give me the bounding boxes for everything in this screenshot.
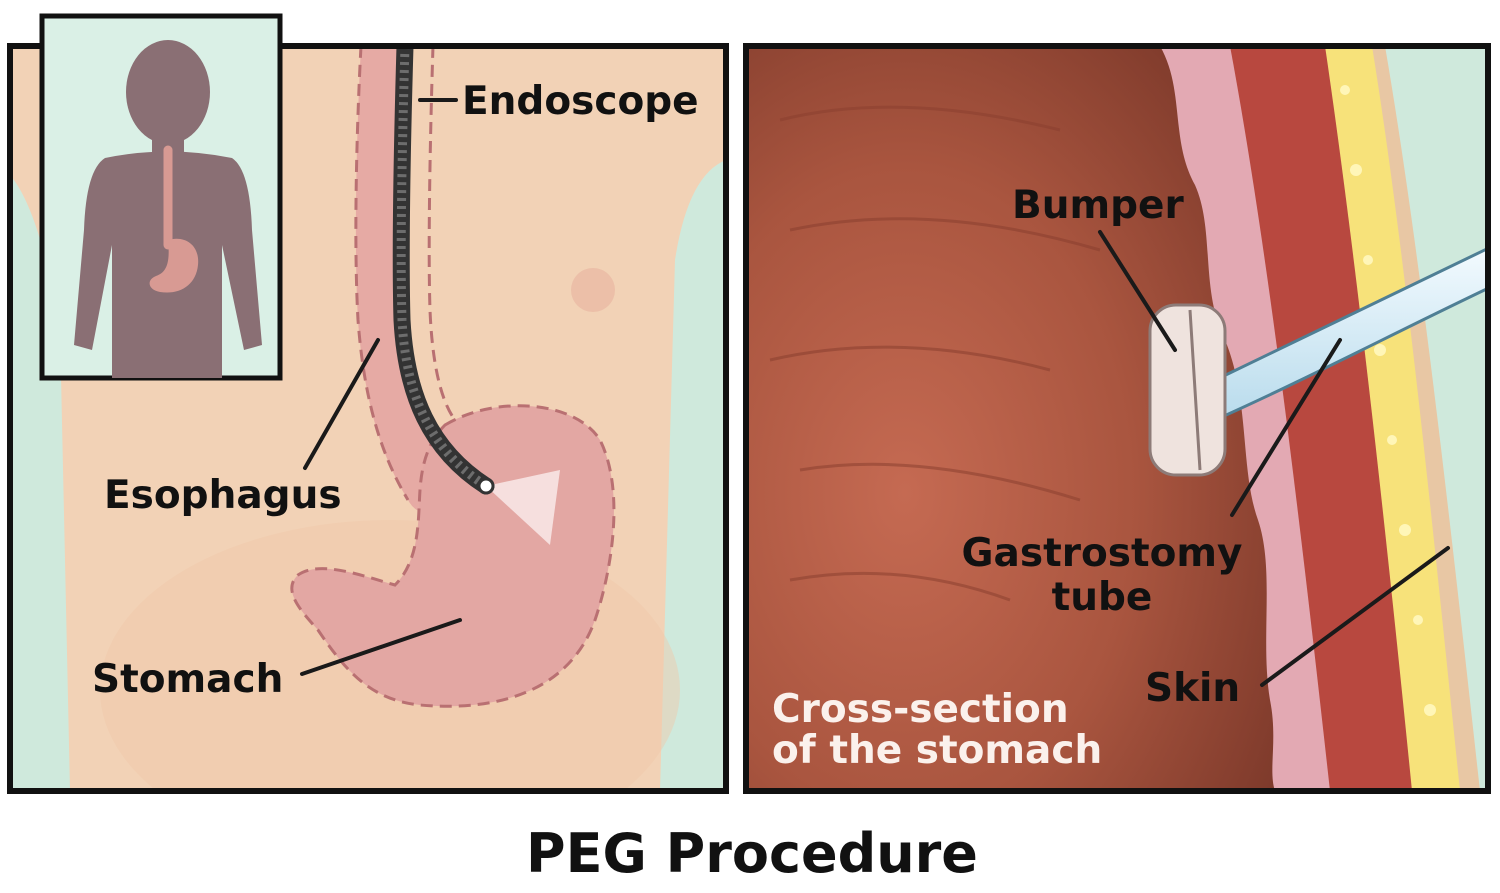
inset-stomach xyxy=(149,238,199,293)
gastrostomy-tube xyxy=(1203,246,1488,423)
esophagus-label: Esophagus xyxy=(104,473,342,518)
cross-section-caption-line1: Cross-section xyxy=(772,687,1069,732)
gastrostomy-label-line1: Gastrostomy xyxy=(962,531,1243,576)
endoscope-texture xyxy=(396,46,489,490)
esophagus-outline-right xyxy=(427,46,457,421)
esophagus-outline-left xyxy=(354,46,410,501)
endoscope-tip xyxy=(477,477,495,495)
diagram-title: PEG Procedure xyxy=(526,822,978,885)
stomach-label: Stomach xyxy=(92,657,283,702)
right-panel-border xyxy=(743,43,1491,794)
bumper xyxy=(1148,303,1227,477)
bumper-leader xyxy=(1098,230,1177,352)
cross-section-caption-line2: of the stomach xyxy=(772,728,1102,773)
stomach-folds xyxy=(769,105,1101,602)
endoscope-light xyxy=(486,470,560,545)
skin-label: Skin xyxy=(1145,666,1240,711)
inset-silhouette-box xyxy=(39,13,283,381)
gastrostomy-leader xyxy=(1230,338,1342,517)
stomach-interior xyxy=(746,46,1275,791)
skin-leader xyxy=(1260,546,1450,687)
fat-texture xyxy=(1340,85,1436,716)
left-panel-border xyxy=(7,43,729,794)
right-panel: Bumper Gastrostomy tube Skin Cross-secti… xyxy=(743,43,1491,794)
esophagus xyxy=(355,46,454,514)
endoscope-label: Endoscope xyxy=(462,79,699,124)
left-panel: Endoscope Esophagus Stomach xyxy=(7,13,729,794)
nipple xyxy=(571,268,615,312)
gastrostomy-label-line2: tube xyxy=(1052,575,1153,620)
stomach-leader xyxy=(300,618,462,676)
bumper-label: Bumper xyxy=(1012,183,1184,228)
esophagus-leader xyxy=(303,338,380,470)
bumper-seam xyxy=(1188,309,1202,471)
